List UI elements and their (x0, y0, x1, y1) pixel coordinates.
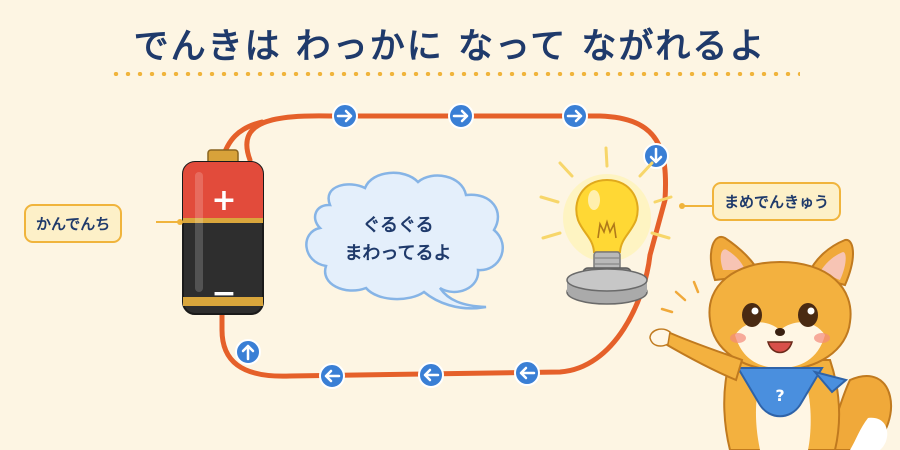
speech-bubble (305, 171, 504, 310)
arrow-right-down (643, 143, 669, 169)
arrow-top-2 (448, 103, 474, 129)
arrow-bottom-1 (514, 360, 540, 386)
battery-label: かんでんち (24, 204, 123, 243)
arrow-top-1 (332, 103, 358, 129)
arrow-left-up (235, 339, 261, 365)
fox-character (649, 235, 892, 450)
bulb-light-rays (539, 146, 673, 240)
light-bulb-illustration (563, 174, 651, 305)
speech-bubble-line-1: ぐるぐる (362, 215, 434, 236)
title-dotted-divider (110, 72, 800, 76)
arrow-bottom-2 (418, 362, 444, 388)
speech-bubble-line-2: まわってるよ (344, 243, 452, 264)
page-title: でんきは わっかに なって ながれるよ (133, 27, 767, 67)
speech-bubble-text: ぐるぐる まわってるよ (318, 212, 478, 268)
bulb-label: まめでんきゅう (712, 182, 842, 221)
bandana-question-mark: ? (775, 386, 784, 405)
arrow-top-3 (562, 103, 588, 129)
arrow-bottom-3 (319, 363, 345, 389)
battery-illustration (182, 149, 264, 315)
battery-minus-sign: − (211, 276, 236, 311)
battery-plus-sign: + (211, 183, 236, 218)
